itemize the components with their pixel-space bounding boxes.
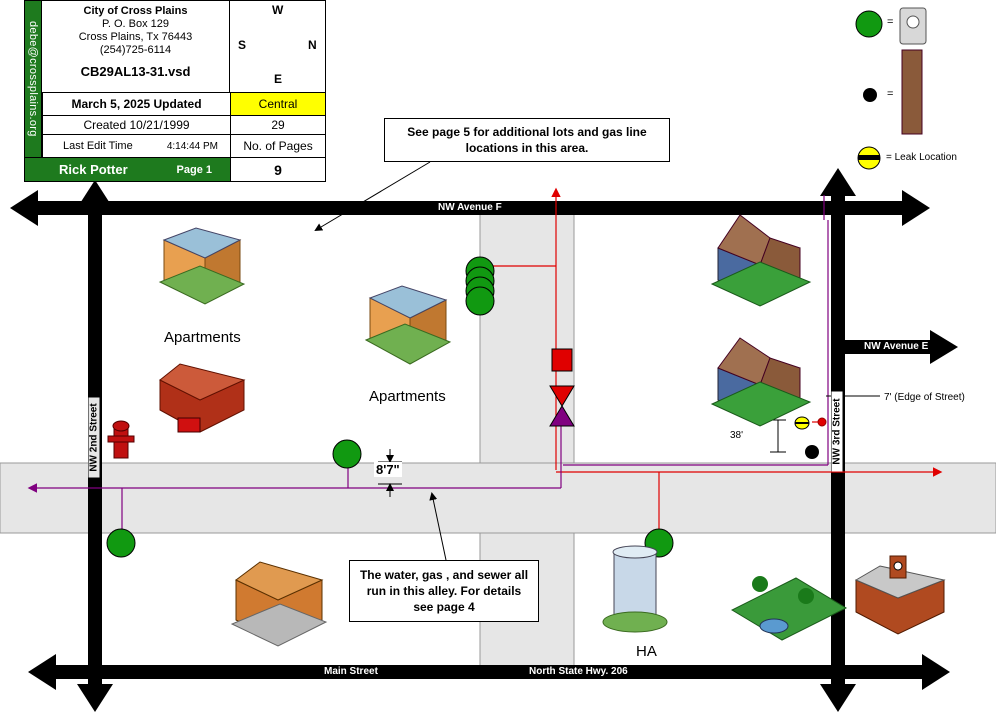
legend-meter-eq: =	[887, 16, 894, 28]
pages-label-cell: No. of Pages	[230, 134, 326, 158]
fire-station-building	[159, 363, 246, 433]
apartments-label-2: Apartments	[369, 388, 446, 405]
leak-symbols	[794, 146, 881, 430]
courthouse-building	[854, 555, 946, 635]
org-address1: P. O. Box 129	[101, 18, 170, 30]
apartments-building-2	[364, 285, 452, 365]
compass-s: S	[238, 38, 247, 52]
last-edit-label: Last Edit Time	[63, 140, 133, 152]
zone-cell: Central	[230, 92, 326, 116]
gas-meter-point	[817, 417, 827, 427]
created-text: Created 10/21/1999	[83, 118, 190, 132]
house-2	[710, 337, 812, 427]
valve-symbols	[549, 348, 575, 427]
zone-text: Central	[258, 97, 298, 111]
street-nw-2nd: NW 2nd Street	[88, 397, 100, 478]
alley-callout: The water, gas , and sewer all run in th…	[349, 560, 539, 622]
ha-building	[602, 545, 668, 633]
created-value-cell: 29	[230, 115, 326, 135]
created-cell: Created 10/21/1999	[42, 115, 231, 135]
ha-label: HA	[636, 643, 657, 660]
org-header: City of Cross Plains P. O. Box 129 Cross…	[42, 1, 230, 93]
legend-pole-illustration	[901, 49, 923, 135]
leader-lines	[314, 161, 447, 561]
dim-38-label: 38'	[730, 430, 744, 441]
street-nw-avenue-f: NW Avenue F	[438, 202, 502, 213]
last-edit-time: 4:14:44 PM	[166, 140, 218, 152]
street-nw-3rd: NW 3rd Street	[831, 391, 843, 472]
park	[730, 576, 848, 641]
gas-lines	[27, 195, 829, 540]
page-label: Page 1	[176, 163, 212, 176]
file-name: CB29AL13-31.vsd	[80, 64, 191, 79]
legend-meter-illustration	[899, 7, 927, 45]
apartments-building-1	[158, 227, 246, 305]
dim-8-7-label: 8'7"	[374, 462, 402, 477]
org-address2: Cross Plains, Tx 76443	[78, 31, 193, 43]
compass-w: W	[272, 3, 284, 17]
author-name: Rick Potter	[59, 162, 128, 177]
side-email-strip: debe@crossplains.org	[24, 0, 42, 158]
street-nw-avenue-e: NW Avenue E	[864, 341, 929, 352]
compass-e: E	[274, 72, 283, 86]
org-name: City of Cross Plains	[83, 5, 188, 17]
street-main: Main Street	[324, 666, 378, 677]
apartments-label-1: Apartments	[164, 329, 241, 346]
pages-value: 9	[274, 161, 282, 178]
title-block: debe@crossplains.org City of Cross Plain…	[24, 0, 326, 182]
pages-value-cell: 9	[230, 157, 326, 182]
east-west-alley	[0, 462, 996, 534]
office-building	[230, 561, 328, 647]
side-email: debe@crossplains.org	[27, 21, 39, 137]
fire-hydrant-icon	[107, 420, 135, 459]
pole-symbol	[805, 445, 819, 459]
street-arrows	[10, 168, 958, 712]
legend-meter-symbol	[855, 10, 883, 38]
green-meters	[106, 10, 883, 558]
house-1	[710, 214, 812, 307]
compass-n: N	[308, 38, 317, 52]
author-cell: Rick Potter Page 1	[24, 157, 231, 182]
legend-leak-label: = Leak Location	[886, 152, 957, 163]
street-north-state-hwy: North State Hwy. 206	[529, 666, 628, 677]
roads	[0, 207, 996, 674]
last-edit-cell: Last Edit Time 4:14:44 PM	[42, 134, 231, 158]
edge-of-street-label: 7' (Edge of Street)	[884, 392, 965, 403]
legend-pole-eq: =	[887, 88, 894, 100]
pages-label: No. of Pages	[243, 139, 313, 153]
updated-text: March 5, 2025 Updated	[71, 97, 202, 111]
org-phone: (254)725-6114	[99, 44, 172, 56]
created-value: 29	[271, 118, 285, 132]
updated-cell: March 5, 2025 Updated	[42, 92, 231, 116]
page5-callout: See page 5 for additional lots and gas l…	[384, 118, 670, 162]
legend-pole-symbol	[863, 88, 877, 102]
